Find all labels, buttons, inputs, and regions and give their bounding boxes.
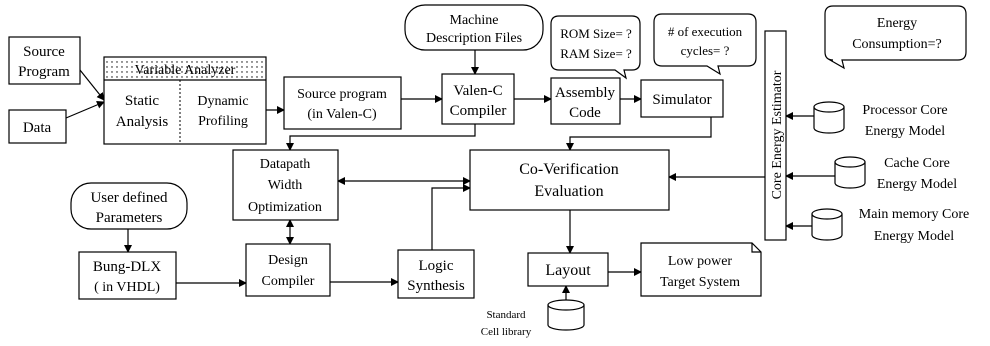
datapath-line3: Optimization	[248, 200, 322, 215]
valenc-source-line1: Source program	[297, 87, 387, 102]
design-compiler-node: Design Compiler	[245, 243, 331, 297]
datapath-line1: Datapath	[260, 157, 311, 172]
simulator-label: Simulator	[652, 92, 711, 108]
layout-node: Layout	[527, 252, 609, 287]
core-energy-estimator-label: Core Energy Estimator	[770, 70, 785, 199]
design-compiler-line1: Design	[268, 253, 308, 268]
energy-consumption-line1: Energy	[877, 16, 917, 31]
source-program-line1: Source	[23, 44, 65, 60]
cache-model-line2: Energy Model	[877, 177, 957, 192]
low-power-line1: Low power	[668, 254, 732, 269]
energy-consumption-line2: Consumption=?	[852, 37, 942, 52]
dynamic-profiling-line2: Profiling	[198, 114, 248, 129]
connectors	[65, 50, 835, 300]
assembly-code-node: Assembly Code	[550, 77, 621, 125]
datapath-width-optimization-node: Datapath Width Optimization	[232, 149, 339, 221]
cell-library-line1: Standard	[486, 309, 526, 321]
database-icon	[811, 208, 843, 241]
coverification-evaluation-node: Co-Verification Evaluation	[469, 149, 670, 211]
main-memory-core-energy-model: Main memory Core Energy Model	[811, 207, 969, 244]
processor-core-energy-model: Processor Core Energy Model	[813, 101, 948, 139]
simulator-node: Simulator	[640, 79, 724, 118]
bung-dlx-line2: ( in VHDL)	[94, 280, 160, 295]
data-node: Data	[8, 109, 67, 144]
source-program-node: Source Program	[8, 36, 81, 85]
bung-dlx-line1: Bung-DLX	[93, 259, 161, 275]
main-memory-model-line1: Main memory Core	[859, 207, 969, 222]
coverification-line2: Evaluation	[534, 183, 603, 200]
layout-label: Layout	[545, 262, 591, 279]
main-memory-model-line2: Energy Model	[874, 229, 954, 244]
data-label: Data	[23, 120, 52, 136]
execution-cycles-line1: # of execution	[668, 24, 743, 39]
design-compiler-line2: Compiler	[262, 274, 315, 289]
variable-analyzer-block: Variable Analyzer Static Analysis Dynami…	[103, 56, 267, 145]
source-program-valenc-node: Source program (in Valen-C)	[283, 76, 402, 130]
valenc-compiler-line2: Compiler	[450, 103, 507, 119]
datapath-line2: Width	[268, 178, 302, 193]
cell-library-line2: Cell library	[481, 326, 532, 338]
user-params-line2: Parameters	[96, 210, 163, 226]
user-params-line1: User defined	[90, 190, 168, 206]
source-program-line2: Program	[18, 64, 70, 80]
cache-core-energy-model: Cache Core Energy Model	[834, 156, 957, 192]
processor-model-line1: Processor Core	[862, 103, 947, 118]
valenc-source-line2: (in Valen-C)	[307, 107, 377, 122]
standard-cell-library-node: Standard Cell library	[481, 299, 585, 338]
logic-synthesis-node: Logic Synthesis	[397, 249, 475, 299]
machine-description-line1: Machine	[450, 13, 499, 28]
execution-cycles-callout: # of execution cycles= ?	[653, 13, 757, 76]
bung-dlx-node: Bung-DLX ( in VHDL)	[78, 251, 177, 300]
logic-synthesis-line2: Synthesis	[407, 278, 465, 294]
rom-size-text: ROM Size= ?	[560, 26, 632, 41]
logic-synthesis-line1: Logic	[419, 258, 454, 274]
assembly-code-line2: Code	[569, 105, 601, 121]
variable-analyzer-label: Variable Analyzer	[135, 63, 236, 78]
static-analysis-line1: Static	[125, 93, 160, 109]
machine-description-line2: Description Files	[426, 31, 522, 46]
database-icon	[547, 299, 585, 331]
valenc-compiler-node: Valen-C Compiler	[441, 73, 515, 125]
cache-model-line1: Cache Core	[884, 156, 950, 171]
user-defined-parameters-node: User defined Parameters	[70, 182, 188, 230]
assembly-code-line1: Assembly	[555, 85, 616, 101]
low-power-target-system-node: Low power Target System	[640, 242, 762, 297]
rom-ram-callout: ROM Size= ? RAM Size= ?	[550, 15, 641, 80]
ram-size-text: RAM Size= ?	[560, 46, 632, 61]
dynamic-profiling-line1: Dynamic	[197, 94, 248, 109]
core-energy-estimator-node: Core Energy Estimator	[764, 30, 787, 241]
energy-consumption-callout: Energy Consumption=?	[824, 5, 967, 70]
machine-description-node: Machine Description Files	[404, 4, 544, 51]
coverification-line1: Co-Verification	[519, 161, 619, 178]
valenc-compiler-line1: Valen-C	[453, 83, 502, 99]
processor-model-line2: Energy Model	[865, 124, 945, 139]
static-analysis-line2: Analysis	[116, 114, 169, 130]
database-icon	[834, 156, 866, 189]
low-power-line2: Target System	[660, 275, 740, 290]
database-icon	[813, 101, 845, 134]
execution-cycles-line2: cycles= ?	[681, 43, 730, 58]
